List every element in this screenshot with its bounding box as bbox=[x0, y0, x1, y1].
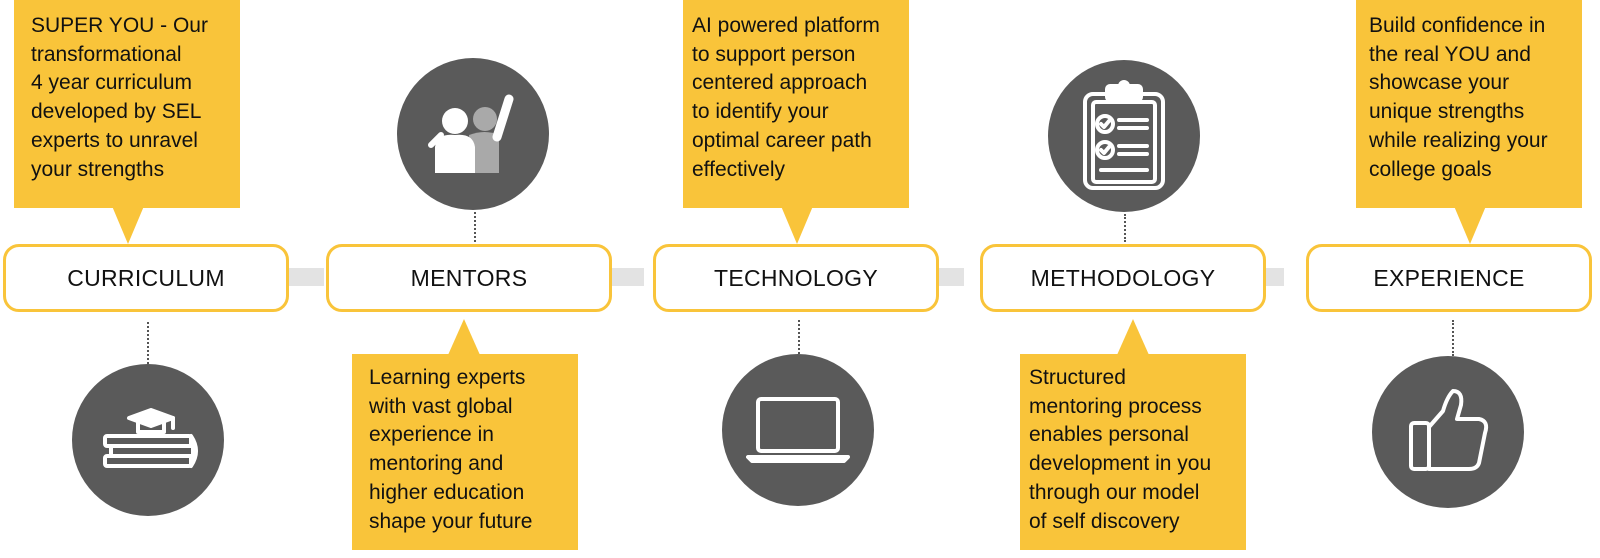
thumbs-up-icon bbox=[1372, 356, 1524, 508]
stage-label: MENTORS bbox=[410, 264, 528, 291]
mentors-description: Learning experts with vast global experi… bbox=[369, 366, 533, 533]
stage-mentors: MENTORS bbox=[326, 244, 612, 312]
curriculum-callout: SUPER YOU - Our transformational 4 year … bbox=[14, 0, 240, 208]
timeline-connector bbox=[288, 268, 324, 286]
mentors-callout: Learning experts with vast global experi… bbox=[352, 354, 578, 550]
callout-pointer bbox=[1117, 319, 1149, 355]
stage-curriculum: CURRICULUM bbox=[3, 244, 289, 312]
callout-pointer bbox=[112, 206, 144, 244]
timeline-connector bbox=[608, 268, 644, 286]
callout-pointer bbox=[448, 319, 480, 355]
callout-pointer bbox=[1454, 206, 1486, 244]
technology-description: AI powered platform to support person ce… bbox=[692, 14, 880, 181]
book-graduation-cap-icon bbox=[72, 364, 224, 516]
stage-label: TECHNOLOGY bbox=[713, 264, 879, 291]
mentor-people-icon bbox=[397, 58, 549, 210]
dotted-connector bbox=[798, 320, 800, 354]
methodology-callout: Structured mentoring process enables per… bbox=[1020, 354, 1246, 550]
stage-technology: TECHNOLOGY bbox=[653, 244, 939, 312]
stage-methodology: METHODOLOGY bbox=[980, 244, 1266, 312]
clipboard-checklist-icon bbox=[1048, 60, 1200, 212]
callout-pointer bbox=[781, 206, 813, 244]
technology-callout: AI powered platform to support person ce… bbox=[683, 0, 909, 208]
stage-label: CURRICULUM bbox=[67, 264, 225, 291]
experience-description: Build confidence in the real YOU and sho… bbox=[1369, 14, 1548, 181]
experience-callout: Build confidence in the real YOU and sho… bbox=[1356, 0, 1582, 208]
curriculum-description: SUPER YOU - Our transformational 4 year … bbox=[31, 14, 208, 181]
stage-experience: EXPERIENCE bbox=[1306, 244, 1592, 312]
dotted-connector bbox=[147, 322, 149, 364]
stage-label: EXPERIENCE bbox=[1373, 264, 1525, 291]
methodology-description: Structured mentoring process enables per… bbox=[1029, 366, 1212, 533]
dotted-connector bbox=[1124, 214, 1126, 242]
dotted-connector bbox=[1452, 320, 1454, 356]
stage-label: METHODOLOGY bbox=[1030, 264, 1216, 291]
laptop-icon bbox=[722, 354, 874, 506]
dotted-connector bbox=[474, 212, 476, 242]
